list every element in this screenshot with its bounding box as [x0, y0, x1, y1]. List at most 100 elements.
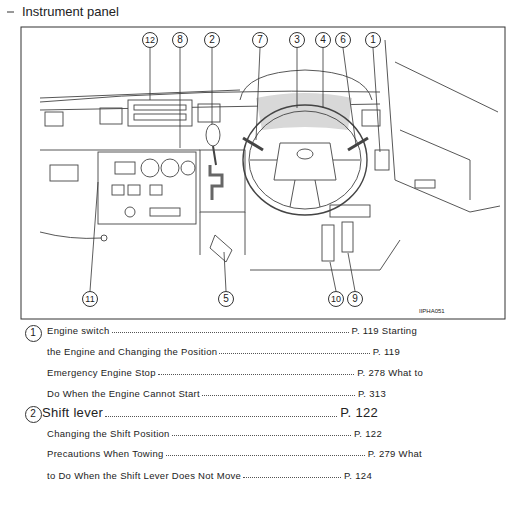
emblem: [297, 149, 313, 159]
dot-leader: [243, 477, 341, 478]
hood-release: [101, 235, 107, 241]
entry-title: to Do When the Shift Lever Does Not Move: [47, 471, 241, 481]
number-text: 7: [257, 35, 263, 45]
wheel-spoke: [250, 160, 277, 161]
leader-line: [343, 48, 356, 145]
heading-dash: [7, 12, 14, 13]
shift-stalk: [213, 146, 216, 165]
callout-number: 6: [335, 32, 351, 48]
dot-leader: [112, 332, 349, 333]
tray: [150, 208, 180, 216]
callout-number: 4: [315, 32, 331, 48]
number-text: 2: [30, 409, 36, 419]
wheel-spoke: [333, 160, 360, 161]
shift-panel: [200, 150, 245, 212]
hazard-switch: [115, 162, 135, 174]
index-entry: Do When the Engine Cannot Start P. 313: [47, 389, 386, 399]
wheel-spoke: [315, 180, 320, 207]
index-entry: Changing the Shift Position P. 122: [47, 429, 382, 439]
control-dial: [181, 161, 195, 175]
callout-number: 1: [365, 32, 381, 48]
glove-box: [50, 165, 78, 181]
page-reference: P. 279 What: [368, 449, 422, 459]
callout-number: 5: [218, 291, 234, 307]
entry-title: Engine switch: [47, 326, 110, 336]
audio-unit: [128, 100, 192, 126]
index-entry: Shift lever P. 122: [42, 406, 378, 420]
number-text: 4: [320, 35, 326, 45]
index-entry: the Engine and Changing the Position P. 1…: [47, 347, 400, 357]
dot-leader: [172, 435, 351, 436]
center-stack: [98, 152, 196, 224]
page-reference: P. 122: [340, 406, 378, 420]
pedal: [342, 222, 353, 252]
entry-title: Do When the Engine Cannot Start: [47, 389, 200, 399]
leader-line: [297, 48, 298, 108]
entry-title: Precautions When Towing: [47, 449, 164, 459]
entry-title: Shift lever: [42, 406, 103, 420]
air-vent: [100, 108, 122, 124]
index-entry: to Do When the Shift Lever Does Not Move…: [47, 471, 372, 481]
light-stalk: [243, 138, 263, 150]
parking-brake: [210, 235, 232, 262]
leader-line: [180, 48, 181, 148]
steering-hub: [274, 143, 336, 180]
callout-number: 10: [328, 291, 344, 307]
steering-wheel-inner: [249, 111, 361, 209]
number-text: 11: [85, 295, 94, 304]
steering-wheel: [243, 105, 367, 215]
pedal: [322, 225, 334, 261]
socket: [125, 207, 135, 217]
page-reference: P. 122: [354, 429, 382, 439]
shift-knob: [206, 124, 220, 146]
entry-title: the Engine and Changing the Position: [47, 347, 217, 357]
knee-switches: [330, 205, 370, 217]
floor-line: [250, 240, 400, 270]
callout-number: 7: [252, 32, 268, 48]
list-number: 1: [25, 325, 42, 342]
entry-title: Emergency Engine Stop: [47, 368, 156, 378]
page-reference: P. 313: [358, 389, 386, 399]
wheel-spoke: [290, 180, 295, 207]
number-text: 8: [177, 35, 183, 45]
leader-line: [373, 48, 380, 152]
switch: [112, 185, 124, 195]
number-text: 12: [145, 36, 155, 45]
index-entry: Emergency Engine Stop P. 278 What to: [47, 368, 423, 378]
audio-slot: [134, 105, 186, 110]
shift-gate: [210, 165, 222, 200]
page-reference: P. 278 What to: [357, 368, 423, 378]
leader-line: [330, 262, 336, 291]
figure-code: IIPHA051: [419, 308, 445, 314]
page-reference: P. 119 Starting: [352, 326, 417, 336]
lower-panel: [40, 232, 102, 238]
wiper-stalk: [348, 138, 368, 150]
page-reference: P. 124: [344, 471, 372, 481]
dot-leader: [202, 395, 355, 396]
callout-number: 11: [82, 291, 98, 307]
audio-buttons: [134, 114, 186, 120]
leader-line: [150, 48, 151, 100]
page-reference: P. 119: [373, 347, 400, 357]
control-dial: [161, 159, 179, 177]
dot-leader: [158, 374, 354, 375]
switch: [128, 185, 140, 195]
air-vent: [45, 112, 63, 126]
page-title: Instrument panel: [22, 4, 119, 19]
number-text: 9: [352, 294, 358, 304]
list-number: 2: [25, 406, 42, 423]
callout-number: 8: [172, 32, 188, 48]
door-handle: [415, 180, 435, 188]
entry-title: Changing the Shift Position: [47, 429, 170, 439]
number-text: 5: [223, 294, 229, 304]
engine-switch: [375, 150, 389, 170]
number-text: 2: [209, 35, 215, 45]
leader-lines: [90, 48, 380, 291]
index-entry: Precautions When Towing P. 279 What: [47, 449, 422, 459]
door-outline: [385, 40, 500, 212]
number-text: 1: [30, 328, 36, 338]
door-panel: [400, 130, 470, 200]
switch: [150, 185, 162, 195]
callout-number: 3: [289, 32, 305, 48]
